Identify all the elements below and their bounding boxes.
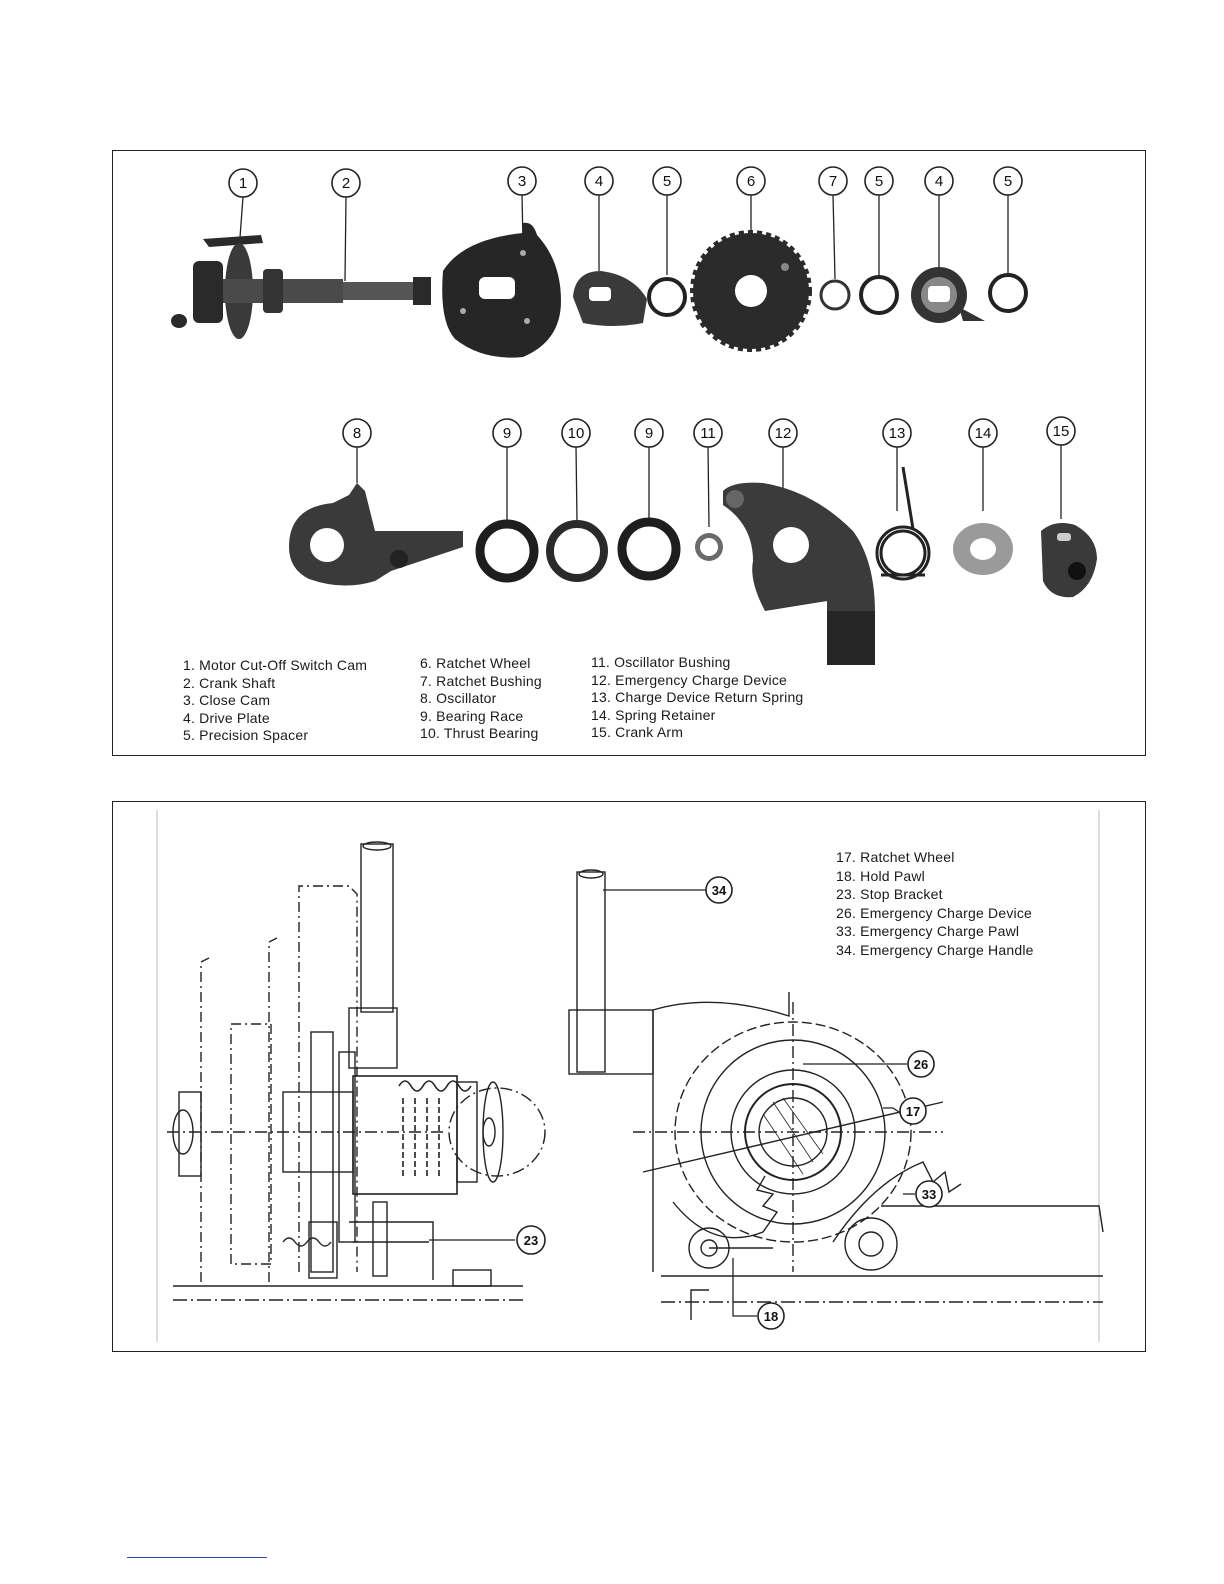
legend-item: 11. Oscillator Bushing: [591, 654, 731, 670]
emergency-charge-device-part: [723, 482, 875, 665]
ratchet-wheel-part: [690, 230, 812, 352]
legend-item: 9. Bearing Race: [420, 707, 524, 724]
legend-item: 10. Thrust Bearing: [420, 725, 539, 742]
drive-plate-part-2: [911, 267, 985, 323]
precision-spacer-part-3: [988, 273, 1028, 313]
crank-arm-part: [1041, 523, 1097, 598]
callout-11: 11: [700, 425, 716, 442]
parts-legend-column-1: 1. Motor Cut-Off Switch Cam 2. Crank Sha…: [183, 657, 367, 745]
callout-4b: 4: [935, 173, 943, 190]
legend-item: 34. Emergency Charge Handle: [836, 941, 1034, 958]
exploded-parts-figure: 1 2 3 4 5 6 7 5 4 5 8 9 10 9 11 12 13 14…: [112, 150, 1146, 756]
assembly-legend: 17. Ratchet Wheel 18. Hold Pawl 23. Stop…: [836, 848, 1034, 960]
callout-5: 5: [663, 173, 671, 190]
callout-17: 17: [906, 1104, 920, 1119]
callout-26: 26: [914, 1057, 928, 1072]
legend-item: 1. Motor Cut-Off Switch Cam: [183, 657, 368, 673]
bearing-race-part-2: [617, 517, 681, 581]
callout-9: 9: [503, 425, 511, 442]
precision-spacer-part: [647, 277, 687, 317]
legend-item: 5. Precision Spacer: [183, 727, 309, 744]
callout-1: 1: [239, 175, 247, 192]
charge-device-return-spring-part: [875, 466, 931, 581]
precision-spacer-part-2: [859, 275, 899, 315]
callout-15: 15: [1053, 423, 1070, 440]
legend-item: 14. Spring Retainer: [591, 706, 716, 723]
legend-item: 8. Oscillator: [420, 690, 497, 707]
callout-8: 8: [353, 425, 361, 442]
assembly-line-drawing: 23 34 26 17 33 18: [156, 810, 1104, 1342]
callout-7: 7: [829, 173, 837, 190]
parts-legend-column-3: 11. Oscillator Bushing 12. Emergency Cha…: [591, 654, 803, 742]
callout-34: 34: [712, 883, 727, 898]
callout-33: 33: [922, 1187, 936, 1202]
callout-10: 10: [568, 425, 585, 442]
callout-4: 4: [595, 173, 603, 190]
footnote-rule: [127, 1557, 267, 1558]
legend-item: 2. Crank Shaft: [183, 674, 276, 691]
ratchet-bushing-part: [819, 279, 851, 311]
legend-item: 4. Drive Plate: [183, 709, 270, 726]
callout-13: 13: [889, 425, 906, 442]
legend-item: 26. Emergency Charge Device: [836, 904, 1033, 921]
close-cam-part: [442, 222, 561, 358]
legend-item: 33. Emergency Charge Pawl: [836, 923, 1020, 940]
thrust-bearing-part: [546, 520, 608, 582]
assembly-drawing-figure: 23 34 26 17 33 18 17. Ratchet Wheel 18. …: [112, 801, 1146, 1352]
legend-item: 15. Crank Arm: [591, 724, 684, 741]
spring-retainer-part: [953, 523, 1013, 575]
callout-3: 3: [518, 173, 526, 190]
callout-6: 6: [747, 173, 755, 190]
callout-12: 12: [775, 425, 792, 442]
oscillator-part: [289, 483, 463, 586]
legend-item: 17. Ratchet Wheel: [836, 849, 955, 865]
legend-item: 6. Ratchet Wheel: [420, 655, 531, 671]
legend-item: 12. Emergency Charge Device: [591, 671, 788, 688]
bearing-race-part: [475, 519, 539, 583]
parts-legend-column-2: 6. Ratchet Wheel 7. Ratchet Bushing 8. O…: [420, 655, 542, 743]
callout-2: 2: [342, 175, 350, 192]
crank-shaft-part: [171, 235, 431, 339]
callout-5b: 5: [875, 173, 883, 190]
legend-item: 18. Hold Pawl: [836, 867, 925, 884]
side-view-drawing: [167, 841, 546, 1301]
front-view-drawing: [568, 869, 1104, 1320]
legend-item: 7. Ratchet Bushing: [420, 672, 542, 689]
callout-9b: 9: [645, 425, 653, 442]
legend-item: 23. Stop Bracket: [836, 886, 943, 903]
drive-plate-part: [573, 271, 647, 326]
legend-item: 3. Close Cam: [183, 692, 271, 709]
callout-23: 23: [524, 1233, 538, 1248]
parts-illustration: 1 2 3 4 5 6 7 5 4 5 8 9 10 9 11 12 13 14…: [171, 166, 1097, 665]
callout-18: 18: [764, 1309, 778, 1324]
oscillator-bushing-part: [695, 533, 723, 561]
callout-5c: 5: [1004, 173, 1012, 190]
legend-item: 13. Charge Device Return Spring: [591, 689, 804, 706]
callout-14: 14: [975, 425, 992, 442]
